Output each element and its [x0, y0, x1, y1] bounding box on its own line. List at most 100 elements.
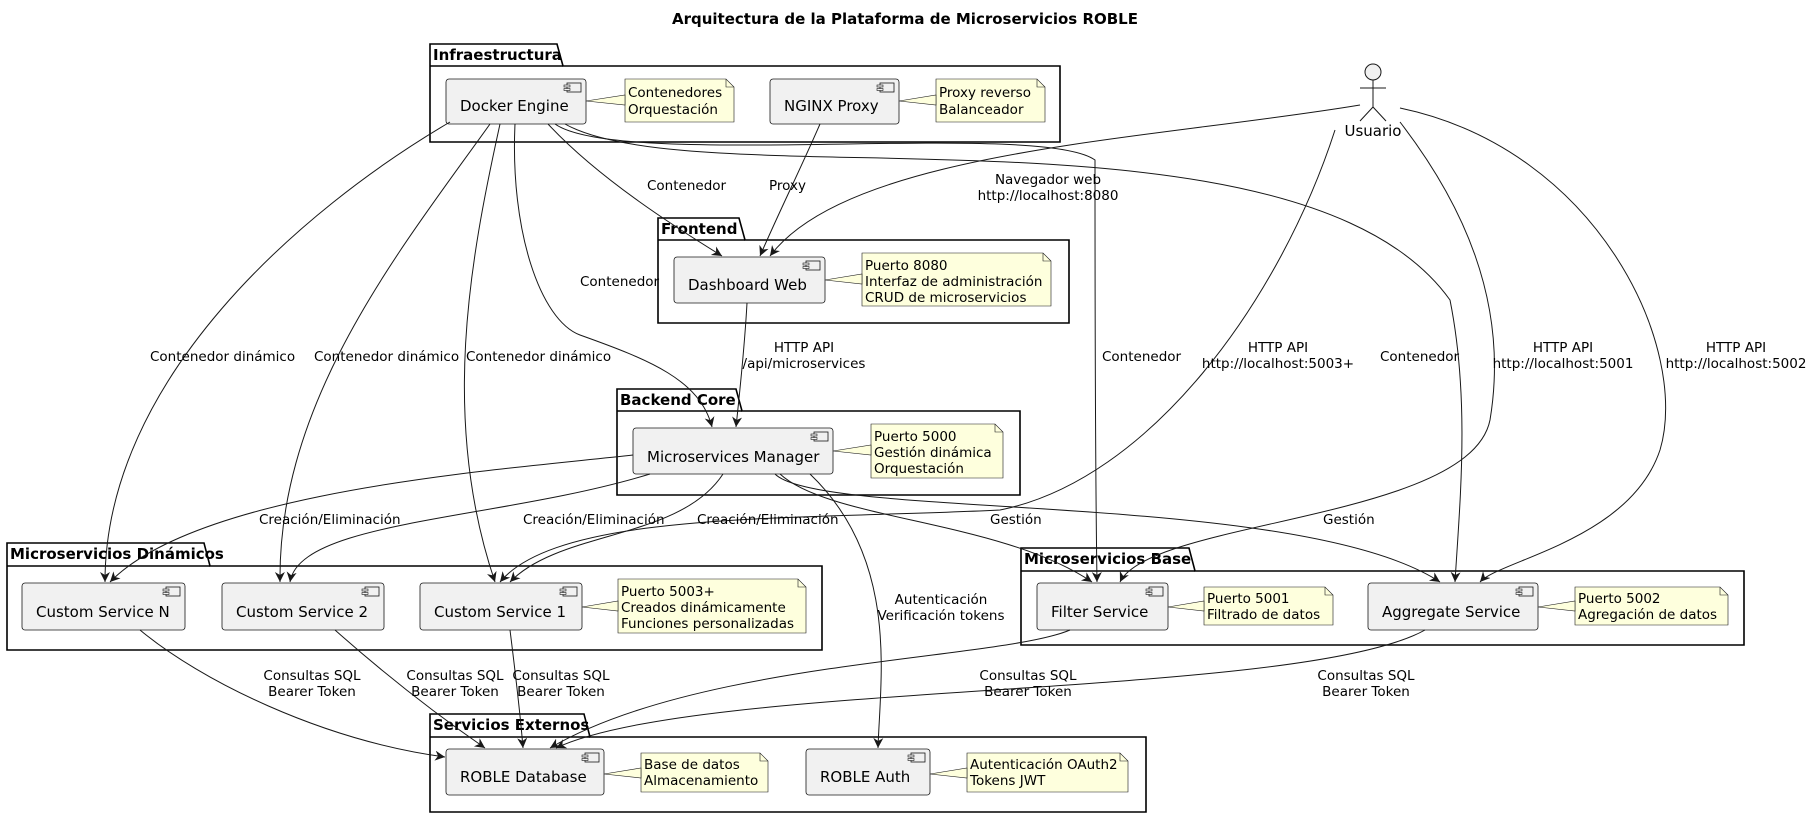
- nginx-proxy-label: NGINX Proxy: [784, 97, 879, 115]
- note-nginx-line-1: Proxy reverso: [939, 85, 1031, 101]
- edge-label-manager-cs2: Creación/Eliminación: [523, 512, 665, 528]
- package-backend-core: Backend Core: [616, 388, 1021, 496]
- actor-usuario[interactable]: Usuario: [1344, 63, 1402, 140]
- note-dashboard-line-2: Interfaz de administración: [865, 274, 1042, 290]
- component-custom-service-2[interactable]: Custom Service 2: [221, 582, 385, 631]
- edge-label-docker-aggregate: Contenedor: [1380, 349, 1460, 365]
- note-manager: Puerto 5000 Gestión dinámica Orquestació…: [832, 423, 1004, 479]
- component-aggregate-service[interactable]: Aggregate Service: [1367, 582, 1539, 631]
- edge-label-docker-filter: Contenedor: [1102, 349, 1182, 365]
- note-filter-line-1: Puerto 5001: [1207, 591, 1290, 607]
- edge-label-filter-db-1: Consultas SQL: [979, 668, 1077, 684]
- edge-label-cs1-db-2: Bearer Token: [517, 684, 605, 700]
- note-nginx-line-2: Balanceador: [939, 102, 1024, 118]
- component-dashboard-web[interactable]: Dashboard Web: [673, 256, 826, 304]
- note-custom-service-line-3: Funciones personalizadas: [621, 616, 794, 632]
- roble-auth-label: ROBLE Auth: [820, 768, 910, 786]
- edge-label-aggregate-db-2: Bearer Token: [1322, 684, 1410, 700]
- package-infraestructura: Infraestructura: [429, 43, 1061, 143]
- edge-label-manager-csn: Creación/Eliminación: [259, 512, 401, 528]
- package-servicios-externos: Servicios Externos: [429, 713, 1147, 813]
- component-filter-service[interactable]: Filter Service: [1036, 582, 1169, 631]
- note-aggregate-line-1: Puerto 5002: [1578, 591, 1661, 607]
- component-custom-service-1[interactable]: Custom Service 1: [419, 582, 583, 631]
- edge-dashboard-manager: [732, 302, 748, 428]
- component-nginx-proxy[interactable]: NGINX Proxy: [769, 78, 900, 125]
- edge-label-user-dashboard-2: http://localhost:8080: [978, 188, 1119, 204]
- edge-label-manager-aggregate: Gestión: [1323, 512, 1375, 528]
- custom-service-2-label: Custom Service 2: [236, 603, 368, 621]
- component-roble-database[interactable]: ROBLE Database: [445, 748, 605, 796]
- note-aggregate: Puerto 5002 Agregación de datos: [1537, 586, 1729, 626]
- note-docker: Contenedores Orquestación: [585, 78, 735, 123]
- note-manager-line-1: Puerto 5000: [874, 429, 957, 445]
- edge-label-user-cs1-1: HTTP API: [1248, 340, 1308, 356]
- note-aggregate-line-2: Agregación de datos: [1578, 607, 1717, 623]
- note-filter-line-2: Filtrado de datos: [1207, 607, 1320, 623]
- diagram-title: Arquitectura de la Plataforma de Microse…: [672, 10, 1138, 28]
- package-title-frontend: Frontend: [661, 220, 737, 238]
- docker-engine-label: Docker Engine: [460, 97, 569, 115]
- note-custom-service: Puerto 5003+ Creados dinámicamente Funci…: [581, 578, 807, 634]
- package-title-servicios-externos: Servicios Externos: [433, 716, 589, 734]
- edge-manager-cs1: [509, 473, 724, 583]
- edge-manager-aggregate: [774, 473, 1441, 583]
- edge-label-nginx-dashboard: Proxy: [769, 178, 806, 194]
- note-manager-line-2: Gestión dinámica: [874, 445, 992, 461]
- custom-service-1-label: Custom Service 1: [434, 603, 566, 621]
- edge-label-docker-cs1: Contenedor dinámico: [466, 349, 611, 365]
- note-auth: Autenticación OAuth2 Tokens JWT: [929, 752, 1129, 793]
- edge-label-dashboard-manager-1: HTTP API: [774, 340, 834, 356]
- aggregate-service-label: Aggregate Service: [1382, 603, 1520, 621]
- component-microservices-manager[interactable]: Microservices Manager: [632, 427, 834, 475]
- note-auth-line-1: Autenticación OAuth2: [970, 757, 1118, 773]
- note-manager-line-3: Orquestación: [874, 461, 964, 477]
- edge-label-manager-cs1: Creación/Eliminación: [697, 512, 839, 528]
- edge-label-docker-csn: Contenedor dinámico: [150, 349, 295, 365]
- note-docker-line-2: Orquestación: [628, 102, 718, 118]
- note-database-line-2: Almacenamiento: [644, 773, 758, 789]
- package-title-infraestructura: Infraestructura: [433, 46, 562, 64]
- note-dashboard-line-3: CRUD de microservicios: [865, 290, 1026, 306]
- edge-cs1-db: [509, 629, 528, 749]
- package-microservicios-dinamicos: Microservicios Dinámicos: [6, 542, 823, 651]
- edge-docker-manager: [513, 123, 715, 428]
- edge-manager-csn: [109, 454, 634, 583]
- edge-label-docker-dashboard: Contenedor: [647, 178, 727, 194]
- package-title-backend-core: Backend Core: [620, 391, 736, 409]
- note-database: Base de datos Almacenamiento: [603, 752, 769, 793]
- edge-label-docker-manager: Contenedor: [580, 274, 660, 290]
- roble-database-label: ROBLE Database: [460, 768, 587, 786]
- edge-cs2-db: [334, 629, 486, 749]
- note-custom-service-line-1: Puerto 5003+: [621, 584, 715, 600]
- edge-label-user-filter-2: http://localhost:5001: [1493, 356, 1634, 372]
- note-docker-line-1: Contenedores: [628, 85, 722, 101]
- edge-user-dashboard: [769, 104, 1361, 257]
- note-dashboard-line-1: Puerto 8080: [865, 258, 948, 274]
- edge-label-csn-db-1: Consultas SQL: [263, 668, 361, 684]
- edge-label-user-aggregate-1: HTTP API: [1706, 340, 1766, 356]
- package-title-microservicios-dinamicos: Microservicios Dinámicos: [10, 545, 224, 563]
- edge-label-aggregate-db-1: Consultas SQL: [1317, 668, 1415, 684]
- note-dashboard: Puerto 8080 Interfaz de administración C…: [824, 252, 1052, 307]
- note-filter: Puerto 5001 Filtrado de datos: [1167, 586, 1334, 626]
- custom-service-n-label: Custom Service N: [36, 603, 170, 621]
- component-custom-service-n[interactable]: Custom Service N: [21, 582, 186, 631]
- component-docker-engine[interactable]: Docker Engine: [445, 78, 587, 125]
- edge-user-aggregate: [1399, 107, 1667, 583]
- edge-manager-filter: [779, 473, 1093, 583]
- edge-filter-db: [549, 629, 1071, 749]
- component-roble-auth[interactable]: ROBLE Auth: [805, 748, 931, 796]
- package-microservicios-base: Microservicios Base: [1020, 547, 1745, 646]
- edge-label-manager-auth-2: Verificación tokens: [877, 608, 1004, 624]
- edge-label-user-dashboard-1: Navegador web: [995, 172, 1101, 188]
- edge-label-dashboard-manager-2: /api/microservices: [743, 356, 866, 372]
- edge-label-filter-db-2: Bearer Token: [984, 684, 1072, 700]
- edge-manager-cs2: [286, 473, 651, 583]
- dashboard-web-label: Dashboard Web: [688, 276, 807, 294]
- edge-label-manager-filter: Gestión: [990, 512, 1042, 528]
- edge-docker-csn: [100, 121, 451, 583]
- edge-docker-filter: [554, 123, 1102, 583]
- edge-label-cs2-db-2: Bearer Token: [411, 684, 499, 700]
